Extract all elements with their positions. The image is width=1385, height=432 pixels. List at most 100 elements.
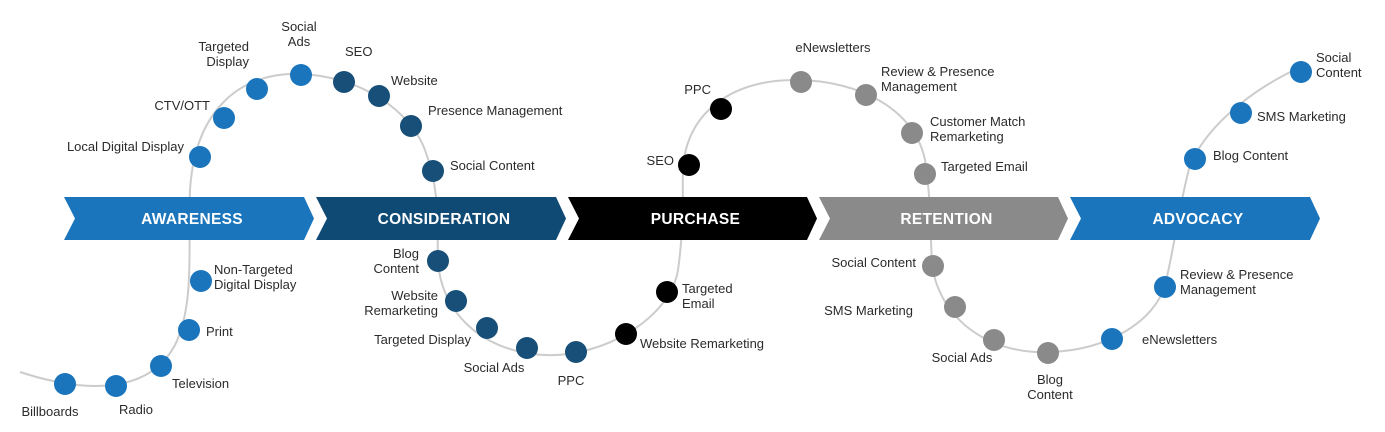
node-label-line: Social Content [450, 158, 535, 173]
node-dot [290, 64, 312, 86]
node-label-line: Presence Management [428, 103, 563, 118]
node-advocacy-enewsletters: eNewsletters [1101, 328, 1218, 350]
node-label-line: CTV/OTT [154, 98, 210, 113]
node-label-line: Blog [1037, 372, 1063, 387]
node-label-line: Social [281, 19, 317, 34]
node-dot [565, 341, 587, 363]
stage-arrow-retention: RETENTION [819, 197, 1068, 240]
node-label-line: Television [172, 376, 229, 391]
node-dot [213, 107, 235, 129]
node-retention-enewsletters: eNewsletters [790, 40, 871, 93]
node-retention-sms-marketing: SMS Marketing [824, 296, 966, 318]
node-label-line: Social Ads [464, 360, 525, 375]
node-label-line: eNewsletters [795, 40, 871, 55]
node-label-line: Management [1180, 282, 1256, 297]
node-label-line: Targeted [198, 39, 249, 54]
node-awareness-radio: Radio [105, 375, 153, 417]
node-label-line: SMS Marketing [824, 303, 913, 318]
node-label: SMS Marketing [824, 303, 913, 318]
stage-arrow-shape [1070, 197, 1320, 240]
node-awareness-ctv-ott: CTV/OTT [154, 98, 235, 129]
node-dot [178, 319, 200, 341]
node-label: Presence Management [428, 103, 563, 118]
node-label-line: Print [206, 324, 233, 339]
node-label-line: Local Digital Display [67, 139, 185, 154]
node-dot [1290, 61, 1312, 83]
node-dot [368, 85, 390, 107]
node-retention-targeted-email: Targeted Email [914, 159, 1028, 185]
node-label-line: Billboards [21, 404, 79, 419]
node-label-line: Targeted Email [941, 159, 1028, 174]
node-label: Social Content [831, 255, 916, 270]
node-label: eNewsletters [795, 40, 871, 55]
node-label-line: Remarketing [364, 303, 438, 318]
node-label: Website [391, 73, 438, 88]
node-label: Targeted Display [374, 332, 471, 347]
stage-label-advocacy: ADVOCACY [1152, 211, 1243, 228]
node-dot [615, 323, 637, 345]
node-label-line: SMS Marketing [1257, 109, 1346, 124]
node-retention-social-content: Social Content [831, 255, 944, 277]
node-consideration-targeted-display: Targeted Display [374, 317, 498, 347]
node-retention-social-ads: Social Ads [932, 329, 1005, 365]
node-label-line: Targeted Display [374, 332, 471, 347]
node-label-line: Radio [119, 402, 153, 417]
node-label-line: Blog [393, 246, 419, 261]
node-dot [1101, 328, 1123, 350]
node-label-line: Blog Content [1213, 148, 1289, 163]
node-label-line: Review & Presence [881, 64, 994, 79]
node-consideration-ppc: PPC [558, 341, 587, 388]
node-consideration-website: Website [368, 73, 438, 107]
node-label: Social Content [450, 158, 535, 173]
node-awareness-billboards: Billboards [21, 373, 79, 419]
stage-label-consideration: CONSIDERATION [378, 211, 511, 228]
node-label-line: Ads [288, 34, 311, 49]
node-dot [189, 146, 211, 168]
node-label: SMS Marketing [1257, 109, 1346, 124]
node-label: Social Ads [932, 350, 993, 365]
node-dot [710, 98, 732, 120]
node-dot [922, 255, 944, 277]
node-dot [422, 160, 444, 182]
node-label-line: Targeted [682, 281, 733, 296]
node-dot [1154, 276, 1176, 298]
node-dot [983, 329, 1005, 351]
node-dot [190, 270, 212, 292]
node-consideration-social-content: Social Content [422, 158, 535, 182]
node-label-line: Content [1027, 387, 1073, 402]
node-label: SEO [647, 153, 674, 168]
node-dot [901, 122, 923, 144]
node-dot [944, 296, 966, 318]
node-label: Website Remarketing [640, 336, 764, 351]
node-label-line: eNewsletters [1142, 332, 1218, 347]
stage-label-retention: RETENTION [900, 211, 992, 228]
node-consideration-social-ads: Social Ads [464, 337, 538, 375]
node-dot [656, 281, 678, 303]
node-dot [914, 163, 936, 185]
node-awareness-print: Print [178, 319, 233, 341]
node-label: Local Digital Display [67, 139, 185, 154]
node-label-line: PPC [558, 373, 585, 388]
node-label-line: Social Content [831, 255, 916, 270]
node-advocacy-blog-content: Blog Content [1184, 148, 1289, 170]
node-consideration-seo: SEO [333, 44, 372, 93]
stage-arrow-advocacy: ADVOCACY [1070, 197, 1320, 240]
node-dot [476, 317, 498, 339]
node-label-line: Social [1316, 50, 1352, 65]
node-label: eNewsletters [1142, 332, 1218, 347]
node-label: Radio [119, 402, 153, 417]
node-dot [855, 84, 877, 106]
node-label-line: SEO [345, 44, 372, 59]
node-label: Television [172, 376, 229, 391]
